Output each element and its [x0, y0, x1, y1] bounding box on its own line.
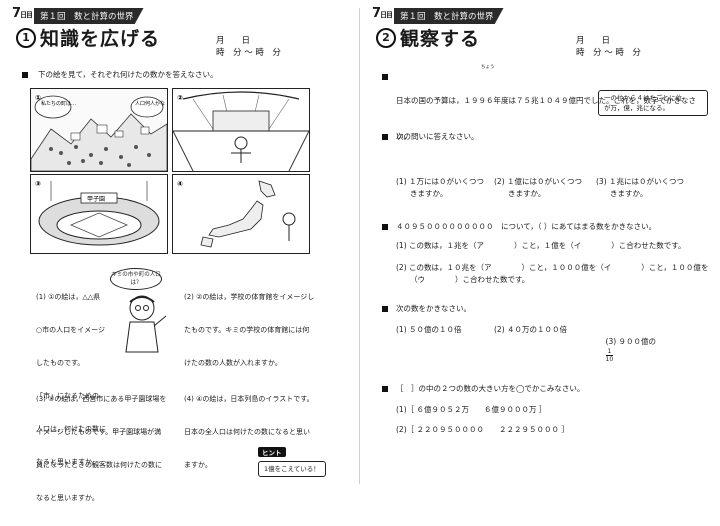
lesson-title: 観察する	[400, 28, 481, 50]
illustration-japan-map: ④	[172, 174, 310, 254]
q3-line-1: (1) この数は，１兆を（ア ）こと，１億を（イ ）こ合わせた数です。	[396, 241, 686, 250]
q3-line-2b: （ウ ）こ合わせた数です。	[410, 275, 530, 284]
stadium-sign: 甲子園	[87, 196, 105, 203]
series-banner: 第１回 数と計算の世界	[394, 8, 504, 24]
series-banner: 第１回 数と計算の世界	[34, 8, 144, 24]
question-marker	[382, 134, 388, 140]
date-line: 月 日	[216, 36, 251, 46]
question-marker	[382, 74, 388, 80]
page-divider	[359, 8, 360, 484]
illustration-gym: ②	[172, 88, 310, 172]
q3-prompt: ４０９５０００００００００ について，（ ）にあてはまる数をかきなさい。	[396, 222, 657, 231]
q1-ruby: ちょう	[481, 65, 495, 70]
svg-text:②: ②	[177, 94, 183, 102]
lesson-number: 2	[376, 28, 396, 48]
panel1-bubble-a: 私たちの町は…	[41, 100, 76, 107]
time-line: 時 分 ～ 時 分	[576, 48, 641, 58]
q1-prompt: 日本の国の予算は，１９９６年度は７５兆１０４９億円でした。これを，数字でかきなさ…	[396, 96, 696, 141]
question-marker	[22, 72, 28, 78]
hint-block: ヒント 1億をこえている！	[258, 440, 326, 477]
subquestion-4: (4) ④の絵は，日本列島のイラストです。 日本の全人口は何けたの数になると思い…	[184, 395, 314, 469]
subquestion-3: (3) ③の絵は，西宮市にある甲子園球場を イメージしたものです。甲子園球場が満…	[36, 395, 167, 502]
grade-badge: 7日目	[372, 6, 393, 21]
time-line: 時 分 ～ 時 分	[216, 48, 281, 58]
question-marker	[382, 386, 388, 392]
subquestion-2: (2) ②の絵は，学校の体育館をイメージし たものです。キミの学校の体育館には何…	[184, 293, 315, 367]
q2-prompt: 次の問いに答えなさい。	[396, 132, 479, 141]
q2-item-1: (1) １万には０がいくつつきますか。	[396, 177, 485, 198]
question-marker	[382, 306, 388, 312]
q2-item-2: (2) １億には０がいくつつきますか。	[494, 177, 583, 198]
panel1-bubble-b: 人口何人かな	[135, 100, 165, 107]
speech-bubble: キミの市や町の人口は？	[110, 268, 162, 290]
q5-item-2: (2)［ ２２０９５００００ ２２２９５０００ ］	[396, 425, 569, 434]
illustration-teacher	[118, 292, 170, 360]
svg-text:①: ①	[35, 94, 41, 102]
lesson-title: 知識を広げる	[40, 28, 161, 50]
q4-item-1: (1) ５０億の１０倍	[396, 325, 462, 334]
q3-line-2a: (2) この数は，１０兆を（ア ）こと，１０００億を（イ ）こと，１００億を	[396, 263, 709, 272]
left-page: 7日目 第１回 数と計算の世界 1 知識を広げる 月 日 時 分 ～ 時 分 下…	[0, 0, 360, 502]
q4-item-2: (2) ４０万の１００倍	[494, 325, 568, 334]
q2-item-3: (3) １兆には０がいくつつきますか。	[596, 177, 685, 198]
svg-text:③: ③	[35, 180, 41, 188]
svg-text:④: ④	[177, 180, 183, 188]
side-note: 一の位から４けたごとに位 が万，億，兆になる。	[598, 90, 708, 116]
q5-item-1: (1)［ ６億９０５２万 ６億９０００万 ］	[396, 405, 547, 414]
question-marker	[382, 224, 388, 230]
right-page: 7日目 第１回 数と計算の世界 2 観察する 月 日 時 分 ～ 時 分 ちょう…	[362, 0, 720, 492]
illustration-stadium: 甲子園 ③	[30, 174, 168, 254]
subquestion-1: (1) ①の絵は，△△県 ○市の人口をイメージ したものです。 「市」になるため…	[36, 293, 106, 466]
q4-prompt: 次の数をかきなさい。	[396, 304, 471, 313]
q1-prompt: 下の絵を見て，それぞれ何けたの数かを答えなさい。	[38, 70, 218, 79]
hint-text: 1億をこえている！	[258, 461, 326, 477]
lesson-number: 1	[16, 28, 36, 48]
q5-prompt: ［ ］の中の２つの数の大きい方を◯でかこみなさい。	[396, 384, 585, 393]
hint-tag: ヒント	[258, 447, 286, 457]
illustration-city: 私たちの町は… 人口何人かな ①	[30, 88, 168, 172]
date-line: 月 日	[576, 36, 611, 46]
grade-badge: 7日目	[12, 6, 33, 21]
